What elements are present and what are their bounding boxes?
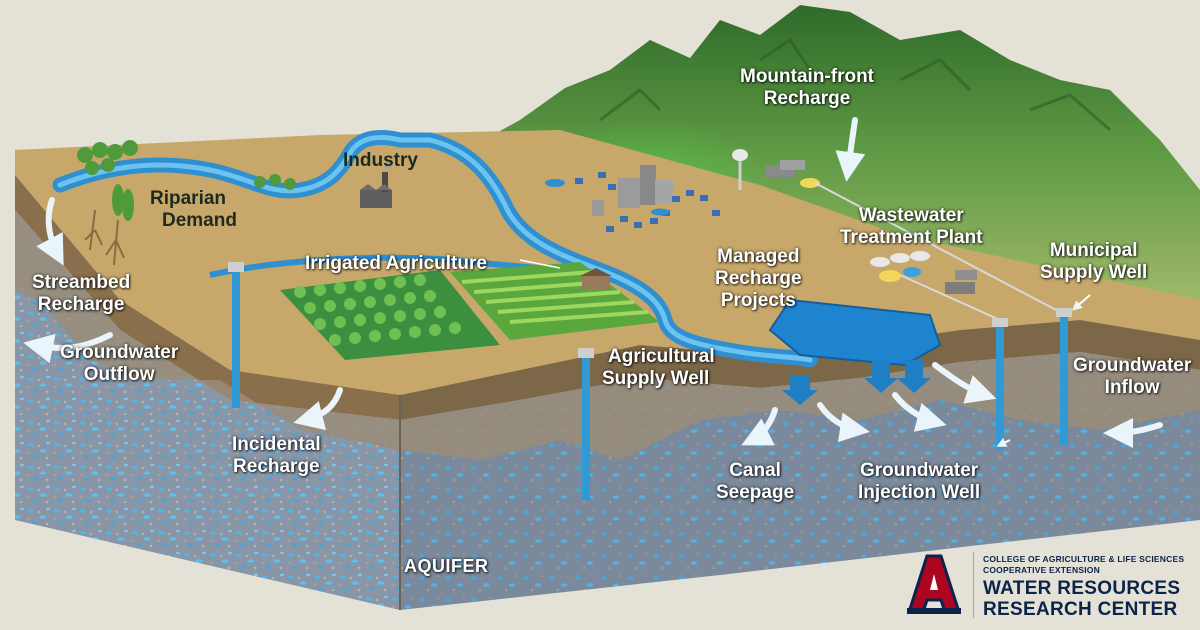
label-wastewater-treatment-plant: Wastewater Treatment Plant xyxy=(840,205,983,249)
recharge-down-arrows xyxy=(782,360,931,405)
label-line: Managed xyxy=(717,246,800,267)
label-agricultural-supply-well: Agricultural Supply Well xyxy=(602,346,715,390)
unsaturated-zone-left xyxy=(15,210,400,450)
university-a-logo-icon xyxy=(906,554,962,614)
label-irrigated-agriculture: Irrigated Agriculture xyxy=(305,253,487,275)
label-line: Agricultural xyxy=(608,346,715,367)
soil-front-face xyxy=(15,175,400,420)
crop-field xyxy=(450,262,660,340)
label-pointers xyxy=(996,294,1091,447)
label-line: Riparian xyxy=(150,188,227,209)
pump-station xyxy=(765,160,820,188)
label-canal-seepage: Canal Seepage xyxy=(716,460,794,504)
label-industry: Industry xyxy=(343,150,418,172)
label-line: Recharge xyxy=(763,88,851,109)
riparian-well xyxy=(228,262,244,408)
label-line: Municipal xyxy=(1049,240,1138,261)
label-line: Projects xyxy=(720,290,796,311)
treatment-plant xyxy=(870,251,977,294)
label-line: Streambed xyxy=(32,272,131,293)
label-streambed-recharge: Streambed Recharge xyxy=(32,272,130,316)
label-line: Recharge xyxy=(715,268,802,289)
label-municipal-supply-well: Municipal Supply Well xyxy=(1040,240,1147,284)
label-line: Seepage xyxy=(716,482,795,503)
label-line: Injection Well xyxy=(858,482,981,503)
label-line: Groundwater xyxy=(859,460,979,481)
mountain-ridges xyxy=(599,37,1111,132)
label-line: Recharge xyxy=(37,294,125,315)
label-aquifer: AQUIFER xyxy=(404,555,489,577)
factory xyxy=(360,161,392,208)
label-line: Demand xyxy=(162,210,237,231)
label-line: Incidental xyxy=(232,434,321,455)
label-riparian-demand: Riparian Demand xyxy=(150,188,237,232)
logo-title-line2: RESEARCH CENTER xyxy=(983,599,1178,620)
label-line: Recharge xyxy=(233,456,320,477)
label-groundwater-injection-well: Groundwater Injection Well xyxy=(858,460,980,504)
river-highlight xyxy=(57,135,813,363)
label-incidental-recharge: Incidental Recharge xyxy=(232,434,321,478)
wrrc-logo: COLLEGE OF AGRICULTURE & LIFE SCIENCES C… xyxy=(905,548,1195,626)
logo-extension-text: COOPERATIVE EXTENSION xyxy=(983,565,1100,575)
label-line: Wastewater xyxy=(858,205,964,226)
city-buildings xyxy=(545,165,720,232)
recharge-pointer xyxy=(519,259,561,269)
logo-divider xyxy=(973,552,974,618)
agricultural-well xyxy=(578,348,594,500)
mountain-range xyxy=(420,5,1200,300)
label-line: Groundwater xyxy=(60,342,179,363)
tree-roots xyxy=(84,209,125,266)
label-line: Supply Well xyxy=(602,368,710,389)
label-groundwater-outflow: Groundwater Outflow xyxy=(60,342,178,386)
barn xyxy=(580,268,612,290)
label-groundwater-inflow: Groundwater Inflow xyxy=(1073,355,1191,399)
label-line: Irrigated Agriculture xyxy=(305,253,487,274)
label-line: Treatment Plant xyxy=(840,227,983,248)
crop-stripes xyxy=(461,270,649,324)
label-line: Supply Well xyxy=(1040,262,1148,283)
water-tower xyxy=(732,149,748,190)
orchard-trees xyxy=(294,274,461,346)
label-line: AQUIFER xyxy=(404,556,489,576)
label-line: Inflow xyxy=(1104,377,1160,398)
label-line: Groundwater xyxy=(1073,355,1192,376)
label-managed-recharge-projects: Managed Recharge Projects xyxy=(715,246,802,312)
label-line: Mountain-front xyxy=(740,66,875,87)
label-line: Outflow xyxy=(83,364,155,385)
label-mountain-front-recharge: Mountain-front Recharge xyxy=(740,66,874,110)
logo-title-line1: WATER RESOURCES xyxy=(983,578,1181,599)
irrigation-canal xyxy=(209,254,561,278)
injection-well xyxy=(992,318,1008,450)
label-line: Canal xyxy=(729,460,781,481)
logo-college-text: COLLEGE OF AGRICULTURE & LIFE SCIENCES xyxy=(983,554,1185,564)
flow-arrows xyxy=(23,117,1163,448)
pipes xyxy=(814,182,1061,321)
riparian-trees xyxy=(77,140,296,221)
aquifer-left-face xyxy=(15,210,400,610)
municipal-well xyxy=(1056,308,1072,445)
label-line: Industry xyxy=(343,150,418,171)
